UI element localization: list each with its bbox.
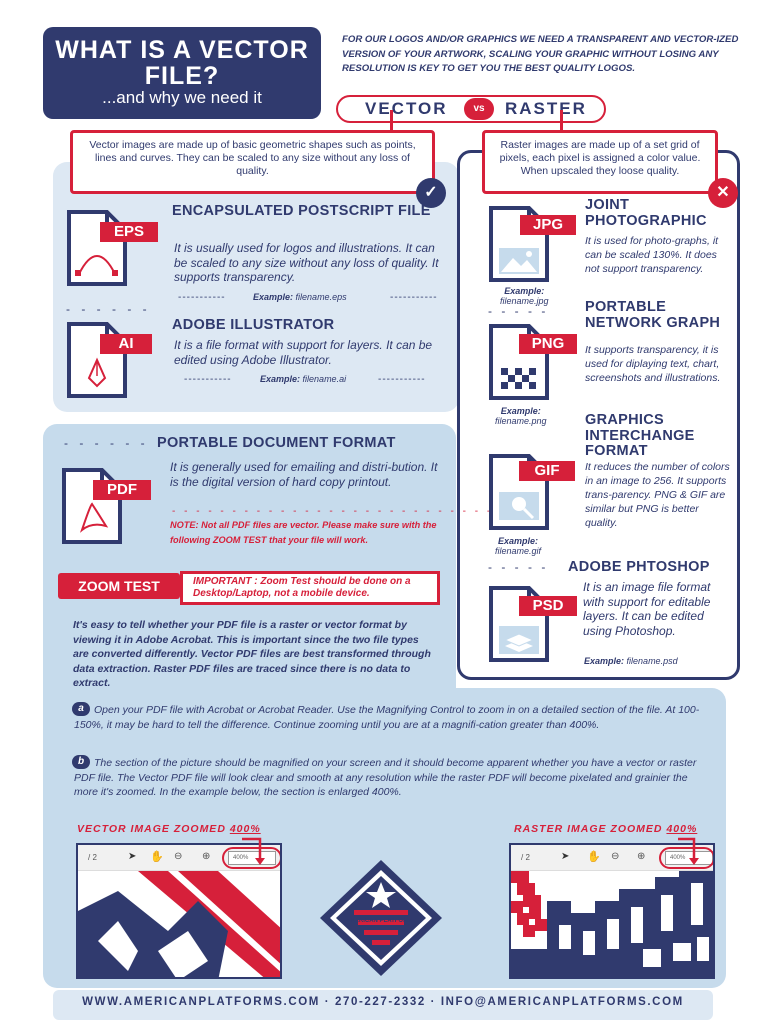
raster-heading: RASTER — [505, 99, 587, 118]
ai-title: ADOBE ILLUSTRATOR — [172, 317, 335, 333]
hand-tool-icon: ✋ — [150, 851, 164, 863]
check-icon: ✓ — [416, 178, 446, 208]
png-example: Example:filename.png — [495, 406, 547, 426]
arrow-down-icon — [678, 837, 699, 865]
pdf-title: PORTABLE DOCUMENT FORMAT — [157, 435, 396, 451]
raster-zoom-screenshot: / 2 ➤ ✋ ⊖ ⊕ 400% — [509, 843, 715, 979]
pdf-tag: PDF — [93, 480, 151, 500]
jpg-description: It is used for photo-graphs, it can be s… — [585, 235, 719, 275]
ai-example: Example: filename.ai — [260, 374, 347, 384]
vector-art — [78, 871, 280, 977]
raster-art — [511, 871, 713, 977]
zoom-in-icon: ⊕ — [202, 851, 211, 862]
page-subtitle: ...and why we need it — [102, 88, 262, 107]
zoom-highlight — [222, 847, 280, 869]
ai-file-icon — [65, 320, 129, 400]
gif-example: Example:filename.gif — [495, 536, 542, 556]
pdf-note: NOTE: Not all PDF files are vector. Plea… — [170, 520, 437, 545]
divider: ----------- — [184, 374, 232, 385]
zoom-out-icon: ⊖ — [611, 851, 620, 862]
vector-zoom-label: VECTOR IMAGE ZOOMED 400% — [77, 823, 261, 835]
step-b-text: The section of the picture should be mag… — [74, 757, 697, 798]
jpg-title: JOINT PHOTOGRAPHIC — [585, 197, 707, 229]
page-indicator: / 2 — [88, 853, 97, 862]
vector-definition: Vector images are made up of basic geome… — [70, 130, 435, 194]
divider: - - - - - - — [66, 302, 151, 316]
vector-zoom-screenshot: / 2 ➤ ✋ ⊖ ⊕ 400% — [76, 843, 282, 979]
psd-title: ADOBE PHTOSHOP — [568, 559, 710, 575]
raster-zoom-label: RASTER IMAGE ZOOMED 400% — [514, 823, 698, 835]
divider: - - - - - - - - - - - - - - - - - - - - … — [172, 506, 494, 517]
zoom-test-tag: ZOOM TEST — [58, 573, 180, 599]
zoom-highlight — [659, 847, 713, 869]
cursor-icon: ➤ — [128, 851, 137, 862]
title-box: WHAT IS A VECTOR FILE? ...and why we nee… — [43, 27, 321, 119]
arrow-down-icon — [242, 837, 265, 865]
page-indicator: / 2 — [521, 853, 530, 862]
eps-title: ENCAPSULATED POSTSCRIPT FILE — [172, 203, 431, 219]
gif-description: It reduces the number of colors in an im… — [585, 461, 730, 529]
eps-description: It is usually used for logos and illustr… — [174, 241, 439, 284]
zoom-test-paragraph: It's easy to tell whether your PDF file … — [73, 619, 431, 689]
zoom-important-note: IMPORTANT : Zoom Test should be done on … — [180, 571, 440, 605]
png-tag: PNG — [519, 334, 577, 354]
gif-tag: GIF — [519, 461, 575, 481]
raster-connector — [560, 110, 563, 132]
pdf-description: It is generally used for emailing and di… — [170, 460, 438, 489]
jpg-file-icon — [487, 204, 551, 284]
eps-tag: EPS — [100, 222, 158, 242]
footer-bar — [53, 990, 713, 1020]
footer-contact: WWW.AMERICANPLATFORMS.COM · 270-227-2332… — [82, 996, 684, 1008]
step-a-text: Open your PDF file with Acrobat or Acrob… — [74, 704, 700, 731]
intro-text: FOR OUR LOGOS AND/OR GRAPHICS WE NEED A … — [342, 34, 739, 74]
divider: ----------- — [390, 292, 438, 303]
pdf-file-icon — [60, 466, 124, 546]
american-platforms-logo — [320, 860, 442, 976]
psd-tag: PSD — [519, 596, 577, 616]
divider: - - - - - — [488, 304, 549, 318]
eps-example: Example: filename.eps — [253, 292, 347, 302]
divider: ----------- — [378, 374, 426, 385]
eps-file-icon — [65, 208, 129, 288]
divider: - - - - - - — [64, 436, 149, 450]
png-title: PORTABLE NETWORK GRAPH — [585, 299, 721, 331]
hand-tool-icon: ✋ — [587, 851, 601, 863]
ai-tag: AI — [100, 334, 152, 354]
raster-definition: Raster images are made up of a set grid … — [482, 130, 718, 194]
ai-description: It is a file format with support for lay… — [174, 338, 433, 367]
step-b-badge: b — [72, 755, 90, 769]
zoom-in-icon: ⊕ — [637, 851, 646, 862]
vector-connector — [390, 110, 393, 132]
jpg-tag: JPG — [520, 215, 576, 235]
gif-title: GRAPHICS INTERCHANGE FORMAT — [585, 412, 695, 459]
page-title: WHAT IS A VECTOR FILE? — [55, 36, 309, 90]
cursor-icon: ➤ — [561, 851, 570, 862]
png-description: It supports transparency, it is used for… — [585, 344, 721, 384]
vs-badge: vs — [464, 98, 494, 120]
zoom-out-icon: ⊖ — [174, 851, 183, 862]
cross-icon: ✕ — [708, 178, 738, 208]
divider: ----------- — [178, 292, 226, 303]
psd-description: It is an image file format with support … — [583, 580, 711, 638]
logo-text: AMERICAN PLATFORMS — [345, 918, 417, 924]
jpg-example: Example:filename.jpg — [500, 286, 549, 306]
psd-example: Example: filename.psd — [584, 656, 678, 666]
vector-heading: VECTOR — [365, 99, 448, 118]
divider: - - - - - — [488, 560, 549, 574]
step-a-badge: a — [72, 702, 90, 716]
